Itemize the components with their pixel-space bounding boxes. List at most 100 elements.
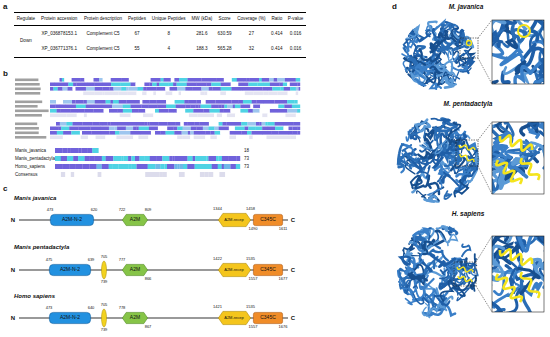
alignment-cell <box>188 78 195 82</box>
alignment-cell <box>235 122 242 126</box>
alignment-cell <box>200 172 205 177</box>
alignment-cell <box>103 122 108 126</box>
alignment-cell <box>77 114 85 118</box>
alignment-cell <box>132 109 139 113</box>
column-header: Coverage (%) <box>237 16 265 21</box>
species-name: Manis javanica <box>14 195 56 202</box>
alignment-cell <box>206 156 208 161</box>
alignment-cell <box>158 127 168 131</box>
alignment-cell <box>58 87 63 91</box>
ribbon-strand <box>532 236 544 248</box>
alignment-cell <box>71 148 79 153</box>
ribbon-strand <box>440 144 463 155</box>
alignment-cell <box>87 148 93 153</box>
alignment-cell <box>134 100 140 104</box>
alignment-cell <box>61 156 68 161</box>
alignment-cell <box>50 109 57 113</box>
alignment-cell <box>204 92 207 96</box>
alignment-cell <box>253 105 260 109</box>
alignment-cell <box>177 83 187 87</box>
alignment-cell <box>274 136 283 140</box>
residue-number: 705 <box>101 304 108 309</box>
alignment-cell <box>151 78 161 82</box>
alignment-cell <box>222 164 224 169</box>
alignment-cell <box>60 122 67 126</box>
residue-number: 473 <box>46 307 53 312</box>
residue-number: 1344 <box>213 208 222 213</box>
alignment-cell <box>88 127 91 131</box>
alignment-cell <box>231 83 239 87</box>
alignment-cell <box>239 100 244 104</box>
alignment-cell <box>15 110 49 113</box>
alignment-cell <box>143 114 153 118</box>
domain-outline <box>218 213 250 226</box>
alignment-cell <box>50 83 55 87</box>
alignment-cell <box>157 83 160 87</box>
highlight-helix <box>521 158 539 180</box>
panel-letter: b <box>3 69 8 78</box>
alignment-cell <box>222 156 229 161</box>
alignment-cell <box>184 92 193 96</box>
table-cell: Unique Peptides <box>149 13 189 26</box>
table-cell: Down <box>14 25 38 57</box>
table-cell: 55 <box>125 41 148 57</box>
alignment-cell <box>137 164 142 169</box>
table-value: 565.28 <box>218 46 232 51</box>
alignment-cell <box>70 164 76 169</box>
alignment-cell <box>262 127 268 131</box>
alignment-cell <box>55 156 61 161</box>
alignment-cell <box>167 122 170 126</box>
alignment-cell <box>268 127 276 131</box>
alignment-cell <box>71 131 80 135</box>
alignment-cell <box>248 105 251 109</box>
alignment-cell <box>161 114 168 118</box>
alignment-cell <box>117 127 126 131</box>
alignment-cell <box>284 122 294 126</box>
alignment-cell <box>118 122 128 126</box>
column-header: Protein description <box>84 16 122 21</box>
alignment-cell <box>68 83 73 87</box>
alignment-cell <box>158 122 167 126</box>
alignment-cell <box>227 114 235 118</box>
alignment-cell <box>127 92 137 96</box>
domain-outline <box>49 312 90 323</box>
alignment-cell <box>82 122 92 126</box>
alignment-cell <box>67 148 71 153</box>
alignment-cell <box>84 114 87 118</box>
ribbon-strand <box>407 29 419 39</box>
ribbon-strand <box>440 280 460 300</box>
alignment-cell <box>193 92 201 96</box>
alignment-cell <box>135 156 140 161</box>
ribbon-strand <box>400 257 410 265</box>
table-cell: Score <box>215 13 234 26</box>
alignment-cell <box>128 87 137 91</box>
alignment-cell <box>60 78 63 82</box>
alignment-cell <box>82 148 88 153</box>
alignment-cell <box>150 156 157 161</box>
domain-box: A2M <box>122 214 148 226</box>
alignment-cell <box>190 131 194 135</box>
alignment-cell <box>121 78 129 82</box>
alignment-cell <box>123 109 133 113</box>
alignment-cell <box>158 136 169 140</box>
alignment-cell <box>121 136 128 140</box>
ribbon-strand <box>451 158 468 172</box>
alignment-cell <box>161 78 164 82</box>
alignment-cell <box>211 92 220 96</box>
alignment-cell <box>131 114 134 118</box>
alignment-cell <box>175 100 185 104</box>
alignment-cell <box>132 164 137 169</box>
alignment-cell <box>200 148 205 153</box>
ribbon-strand <box>492 69 497 84</box>
alignment-cell <box>162 156 169 161</box>
domain-label: A2M <box>130 267 140 273</box>
alignment-cell <box>243 87 253 91</box>
alignment-cell <box>268 114 276 118</box>
alignment-cell <box>64 83 69 87</box>
alignment-cell <box>271 131 278 135</box>
highlight-loop <box>518 25 530 37</box>
alignment-cell <box>15 127 39 130</box>
alignment-cell <box>166 92 173 96</box>
alignment-cell <box>216 100 220 104</box>
sequence-name: Manis_pentadactyla <box>15 156 55 161</box>
